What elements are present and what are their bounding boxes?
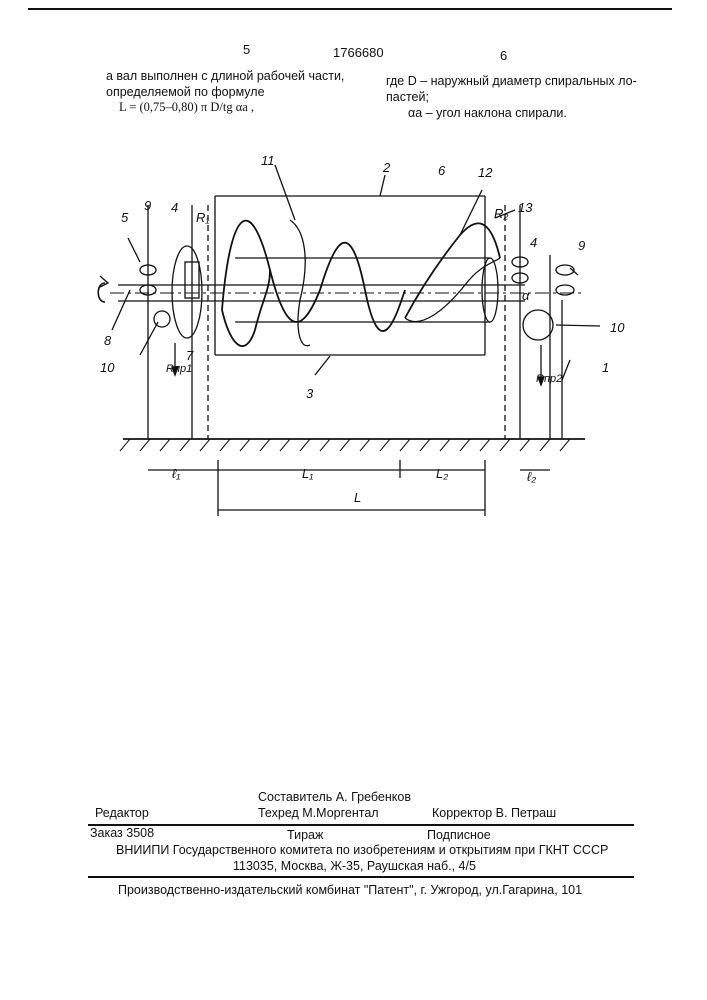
ground-hatching xyxy=(120,439,570,451)
footer-rule-1 xyxy=(88,824,634,826)
publisher: Производственно-издательский комбинат "П… xyxy=(118,883,582,897)
label-4b: 4 xyxy=(530,235,537,250)
label-l1: ℓ₁ xyxy=(172,466,180,481)
label-10a: 10 xyxy=(100,360,115,375)
label-Rpr1: Rпр1 xyxy=(166,363,192,375)
label-12: 12 xyxy=(478,165,493,180)
label-7: 7 xyxy=(186,348,194,363)
techred: Техред М.Моргентал xyxy=(258,806,379,820)
label-10b: 10 xyxy=(610,320,625,335)
label-6: 6 xyxy=(438,163,446,178)
label-L1: L₁ xyxy=(302,466,313,481)
label-3: 3 xyxy=(306,386,314,401)
label-8: 8 xyxy=(104,333,112,348)
address: 113035, Москва, Ж-35, Раушская наб., 4/5 xyxy=(233,859,476,873)
label-2: 2 xyxy=(382,160,391,175)
patent-figure: 1 2 3 4 4 5 6 7 8 9 9 10 10 11 12 13 R₁ … xyxy=(0,0,707,560)
label-R2: R₂ xyxy=(494,206,508,221)
label-11: 11 xyxy=(261,153,275,168)
label-L2: L₂ xyxy=(436,466,448,481)
footer-rule-2 xyxy=(88,876,634,878)
label-13: 13 xyxy=(518,200,533,215)
spiral-11 xyxy=(222,221,405,331)
order: Заказ 3508 xyxy=(90,826,154,840)
label-1: 1 xyxy=(602,360,609,375)
subscription: Подписное xyxy=(427,828,491,842)
composer: Составитель А. Гребенков xyxy=(258,790,411,804)
label-Rpr2: Rпр2 xyxy=(536,373,562,385)
spiral-12 xyxy=(405,223,500,318)
label-l2: ℓ₂ xyxy=(527,469,536,484)
vniipi: ВНИИПИ Государственного комитета по изоб… xyxy=(116,843,608,857)
label-R1: R₁ xyxy=(196,210,210,225)
label-4a: 4 xyxy=(171,200,178,215)
label-L: L xyxy=(354,490,361,505)
label-9b: 9 xyxy=(578,238,585,253)
label-5: 5 xyxy=(121,210,129,225)
editor: Редактор xyxy=(95,806,149,820)
right-counterweight xyxy=(523,310,553,340)
label-9a: 9 xyxy=(144,198,151,213)
circulation: Тираж xyxy=(287,828,323,842)
label-alpha: α xyxy=(522,288,530,303)
corrector: Корректор В. Петраш xyxy=(432,806,556,820)
